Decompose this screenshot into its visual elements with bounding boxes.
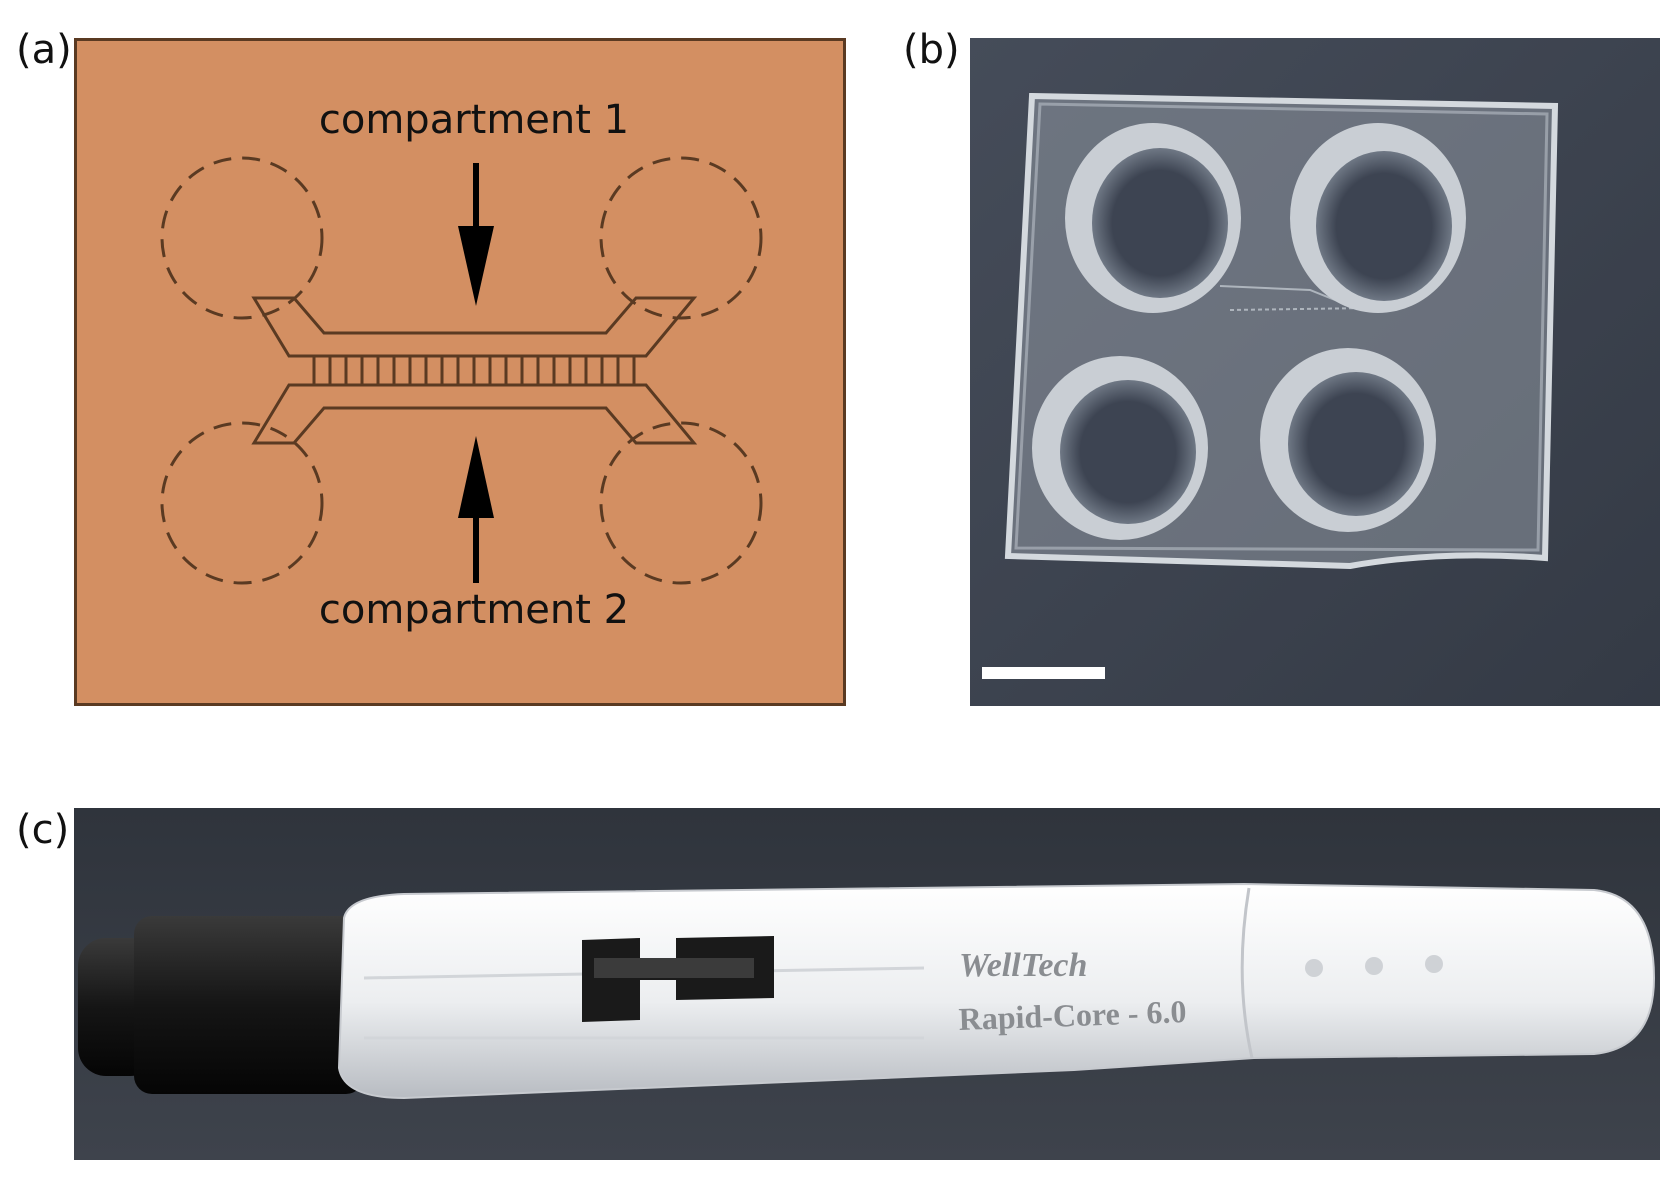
reservoir-circle-bottom-left — [160, 421, 324, 585]
punch-white-body — [337, 882, 1656, 1100]
arrow-compartment-1 — [458, 163, 494, 306]
compartment-1-label: compartment 1 — [319, 97, 629, 143]
panel-c-photo: WellTech Rapid-Core - 6.0 — [74, 808, 1660, 1160]
panel-b-label: (b) — [903, 27, 960, 73]
reservoir-circle-bottom-right — [599, 421, 763, 585]
panel-a-schematic: compartment 1 compartment 2 — [74, 38, 846, 706]
well-top-right — [1290, 123, 1466, 313]
grip-dimple — [1305, 959, 1323, 977]
reservoir-circle-top-left — [160, 156, 324, 320]
panel-b-photo — [970, 38, 1660, 706]
bottom-channel-outline — [251, 383, 698, 445]
grip-dimple — [1365, 957, 1383, 975]
microgrooves — [328, 356, 620, 385]
punch-black-cap — [78, 916, 364, 1094]
well-bottom-left — [1032, 356, 1208, 540]
reservoir-circle-top-right — [599, 156, 763, 320]
brand-engraving: WellTech — [959, 947, 1087, 984]
top-channel-outline — [251, 296, 698, 358]
panel-c-label: (c) — [16, 807, 70, 853]
grip-dimple — [1425, 955, 1443, 973]
well-bottom-right — [1260, 348, 1436, 532]
compartment-2-label: compartment 2 — [319, 587, 629, 633]
arrow-compartment-2 — [458, 436, 494, 583]
punch-window — [582, 936, 774, 1022]
schematic-background — [74, 38, 846, 706]
well-top-left — [1065, 123, 1241, 313]
model-engraving: Rapid-Core - 6.0 — [958, 993, 1187, 1037]
panel-a-label: (a) — [16, 27, 72, 73]
scale-bar — [982, 667, 1105, 679]
